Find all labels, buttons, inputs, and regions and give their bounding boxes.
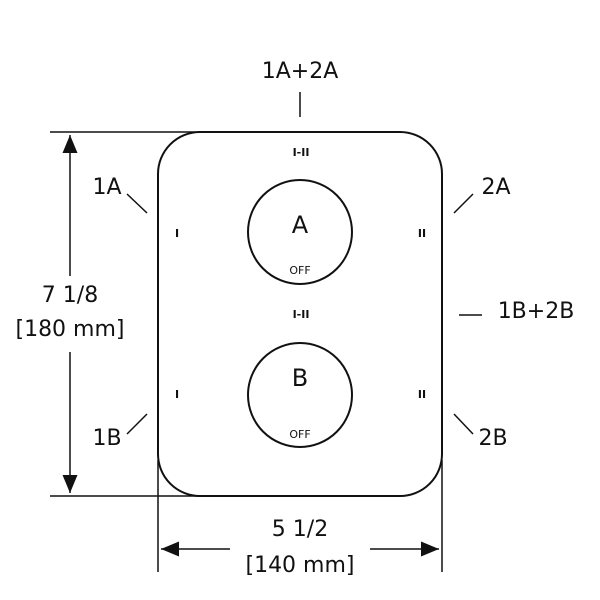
width-metric: [140 mm] xyxy=(245,553,354,578)
mark-right-upper: II xyxy=(418,227,426,240)
knob-b-status: OFF xyxy=(289,428,310,441)
label-right-middle: 1B+2B xyxy=(498,299,575,324)
leader-left-bottom xyxy=(126,413,148,435)
height-imperial: 7 1/8 xyxy=(42,283,98,308)
height-metric: [180 mm] xyxy=(15,317,124,342)
leader-right-top xyxy=(453,193,474,214)
leader-right-bottom xyxy=(453,413,474,435)
knob-b xyxy=(247,342,353,448)
label-right-bottom: 2B xyxy=(478,426,507,451)
width-imperial: 5 1/2 xyxy=(272,517,328,542)
mark-left-upper: I xyxy=(175,227,179,240)
mark-left-lower: I xyxy=(175,388,179,401)
label-left-top: 1A xyxy=(92,175,121,200)
knob-a-letter: A xyxy=(292,211,309,239)
mark-top-upper: I-II xyxy=(293,146,310,159)
leader-left-top xyxy=(126,193,148,214)
label-right-top: 2A xyxy=(481,175,510,200)
height-label-bg xyxy=(6,280,134,348)
knob-b-letter: B xyxy=(292,364,308,392)
label-left-bottom: 1B xyxy=(92,426,121,451)
knob-a xyxy=(247,179,353,285)
mark-top-lower: I-II xyxy=(293,308,310,321)
mark-right-lower: II xyxy=(418,388,426,401)
plate-outline xyxy=(157,131,443,497)
knob-a-status: OFF xyxy=(289,264,310,277)
label-top: 1A+2A xyxy=(262,59,339,84)
